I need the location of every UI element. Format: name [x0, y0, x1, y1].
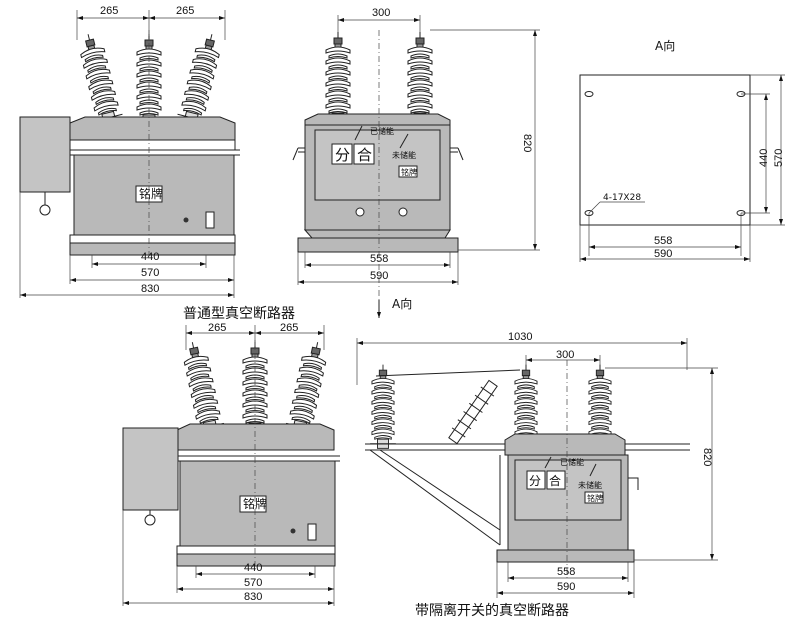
nameplate-small-label-iso: 铭牌 — [587, 493, 603, 503]
caption-isolated: 带隔离开关的真空断路器 — [415, 602, 569, 619]
view-a-label-arrow: A向 — [392, 296, 412, 311]
dim-440: 440 — [141, 251, 159, 263]
nameplate-label: 铭牌 — [139, 186, 163, 201]
dim-570: 570 — [141, 267, 159, 279]
nameplate-label-iso: 铭牌 — [243, 496, 267, 511]
dim-558-a: 558 — [654, 235, 672, 247]
dim-590: 590 — [370, 270, 388, 282]
not-stored-label: 未储能 — [392, 150, 416, 160]
dim-265-left: 265 — [100, 5, 118, 17]
front-view-isolated: 265 265 铭牌 440 570 830 — [122, 322, 340, 606]
dim-440-iso: 440 — [244, 562, 262, 574]
dim-570-iso: 570 — [244, 577, 262, 589]
dim-558-iso: 558 — [557, 566, 575, 578]
front-view-normal: 265 265 铭牌 440 570 — [19, 5, 240, 298]
side-view-normal: 300 分 合 已储能 未储能 铭牌 820 — [292, 7, 540, 318]
dim-265-iso-right: 265 — [280, 322, 298, 334]
dim-300: 300 — [372, 7, 390, 19]
dim-440-a: 440 — [758, 149, 770, 167]
dim-265-right: 265 — [176, 5, 194, 17]
stored-label-iso: 已储能 — [560, 457, 584, 467]
nameplate-box-iso — [239, 495, 267, 513]
dim-558: 558 — [370, 253, 388, 265]
dim-570-a: 570 — [773, 149, 785, 167]
view-a-title: A向 — [655, 38, 675, 53]
stored-label: 已储能 — [370, 126, 394, 136]
dim-300-iso: 300 — [556, 349, 574, 361]
dim-820: 820 — [521, 134, 533, 152]
dim-1030: 1030 — [508, 331, 532, 343]
dim-590-a: 590 — [654, 248, 672, 260]
close-label-iso: 合 — [549, 473, 561, 488]
nameplate-small-label: 铭牌 — [401, 167, 417, 177]
close-label: 合 — [357, 146, 372, 164]
dim-830-iso: 830 — [244, 591, 262, 603]
caption-normal: 普通型真空断路器 — [183, 306, 295, 322]
not-stored-label-iso: 未储能 — [578, 480, 602, 490]
dim-265-iso-left: 265 — [208, 322, 226, 334]
open-label-iso: 分 — [529, 474, 541, 488]
dim-820-iso: 820 — [701, 448, 713, 466]
dim-590-iso: 590 — [557, 581, 575, 593]
side-view-isolated: 1030 300 分 合 已储能 未储能 — [356, 331, 718, 598]
view-a-plate: A向 558 590 440 570 4-17X28 — [579, 38, 785, 262]
open-label: 分 — [335, 146, 350, 164]
holes-label: 4-17X28 — [603, 193, 641, 203]
dim-830: 830 — [141, 283, 159, 295]
